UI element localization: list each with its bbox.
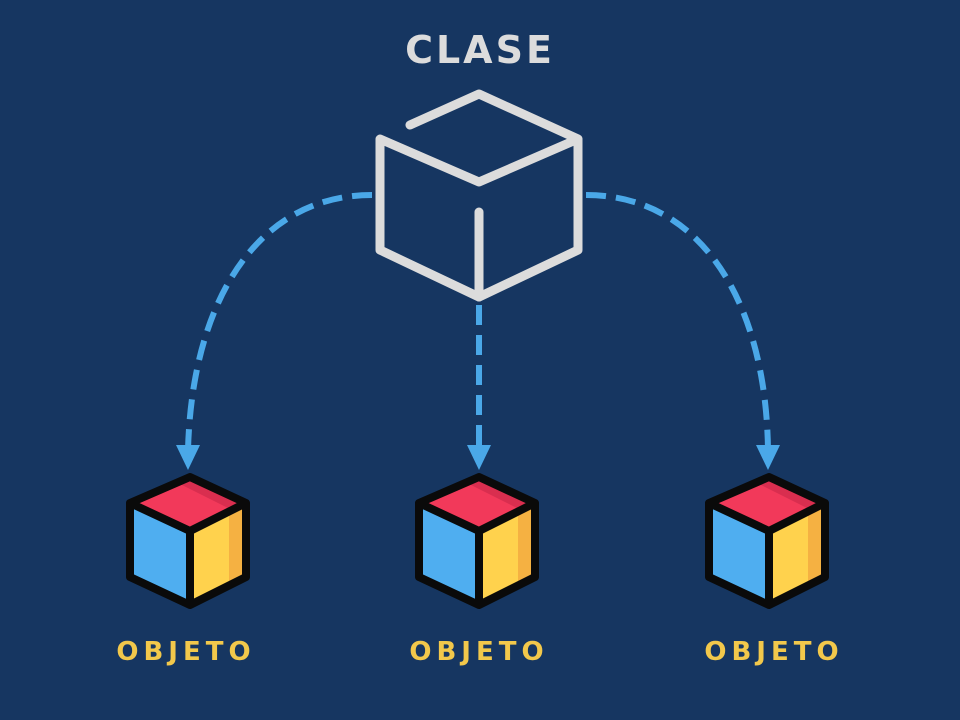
class-cube-icon: [375, 89, 583, 302]
object-label-2: OBJETO: [409, 637, 549, 667]
object-cube-icon-3: [709, 477, 825, 605]
object-cube-icon-2: [419, 477, 535, 605]
class-label: CLASE: [405, 28, 555, 72]
object-label-1: OBJETO: [116, 637, 256, 667]
arrow-left: [176, 192, 373, 470]
object-cube-icon-1: [130, 477, 246, 605]
arrow-center: [467, 305, 491, 470]
object-label-3: OBJETO: [704, 637, 844, 667]
arrow-right: [585, 192, 780, 470]
